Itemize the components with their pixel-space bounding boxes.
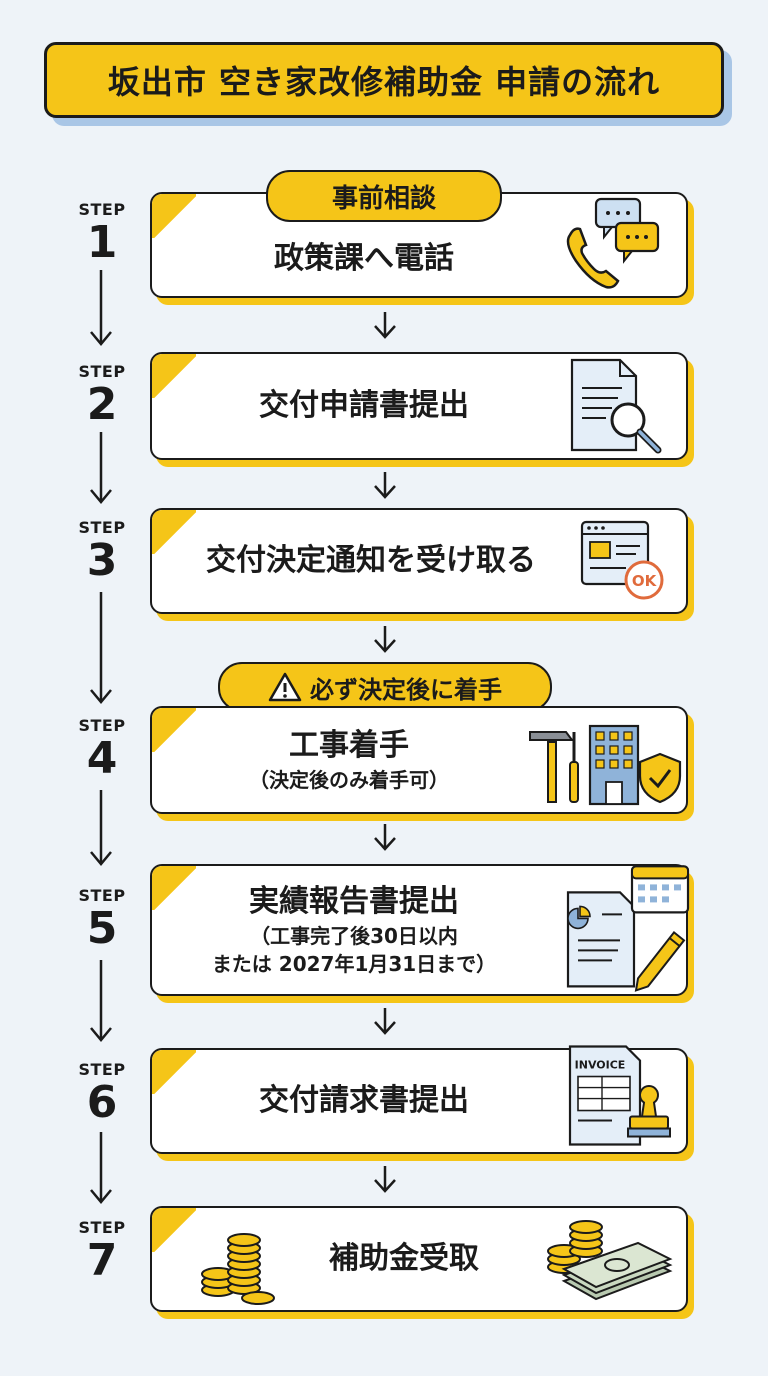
side-arrow-down-icon <box>90 960 112 1042</box>
arrow-down-icon <box>374 824 396 851</box>
pre-consult-badge: 事前相談 <box>266 170 502 222</box>
step-card-6: 交付請求書提出 INVOICE <box>150 1045 688 1154</box>
warning-triangle-icon <box>268 672 302 702</box>
step-card-4: 工事着手 （決定後のみ着手可） <box>150 706 688 814</box>
warning-badge: 必ず決定後に着手 <box>218 662 552 712</box>
arrow-down-icon <box>374 1008 396 1035</box>
side-arrow-down-icon <box>90 592 112 704</box>
step-title: 政策課へ電話 <box>274 241 454 276</box>
approval-window-icon: OK <box>580 520 664 600</box>
step-title: 交付決定通知を受け取る <box>206 543 536 578</box>
step-title: 実績報告書提出 <box>249 884 459 919</box>
step-card-7: 補助金受取 <box>150 1206 688 1312</box>
step-title: 工事着手 <box>289 728 409 763</box>
phone-chat-icon <box>566 197 660 289</box>
report-calendar-icon <box>566 865 690 992</box>
arrow-down-icon <box>374 472 396 499</box>
ok-icon-text: OK <box>632 572 658 590</box>
side-arrow-down-icon <box>90 790 112 866</box>
step-title: 交付請求書提出 <box>259 1083 469 1118</box>
side-arrow-down-icon <box>90 270 112 346</box>
side-arrow-down-icon <box>90 1132 112 1204</box>
coins-money-icon <box>547 1220 673 1301</box>
step-title: 補助金受取 <box>329 1241 479 1276</box>
arrow-down-icon <box>374 626 396 653</box>
arrow-down-icon <box>374 1166 396 1193</box>
arrow-down-icon <box>374 312 396 339</box>
corner-accent <box>152 1208 196 1252</box>
step-card-5: 実績報告書提出 （工事完了後30日以内 または 2027年1月31日まで） <box>150 864 690 996</box>
document-magnifier-icon <box>570 358 662 454</box>
step-card-3: 交付決定通知を受け取る OK <box>150 508 688 614</box>
step-title: 交付申請書提出 <box>259 388 469 423</box>
invoice-stamp-icon: INVOICE <box>568 1045 671 1146</box>
step-note-line2: または 2027年1月31日まで） <box>211 952 497 976</box>
step-note: （決定後のみ着手可） <box>249 768 449 792</box>
step-card-1: 政策課へ電話 <box>150 192 688 298</box>
step-note-line1: （工事完了後30日以内 <box>250 924 458 948</box>
construction-tools-icon <box>529 724 682 806</box>
invoice-label: INVOICE <box>575 1059 626 1072</box>
step-card-2: 交付申請書提出 <box>150 352 688 460</box>
coin-stack-icon <box>201 1233 275 1305</box>
warning-text: 必ず決定後に着手 <box>310 675 502 704</box>
side-arrow-down-icon <box>90 432 112 504</box>
page-title: 坂出市 空き家改修補助金 申請の流れ <box>44 42 724 118</box>
